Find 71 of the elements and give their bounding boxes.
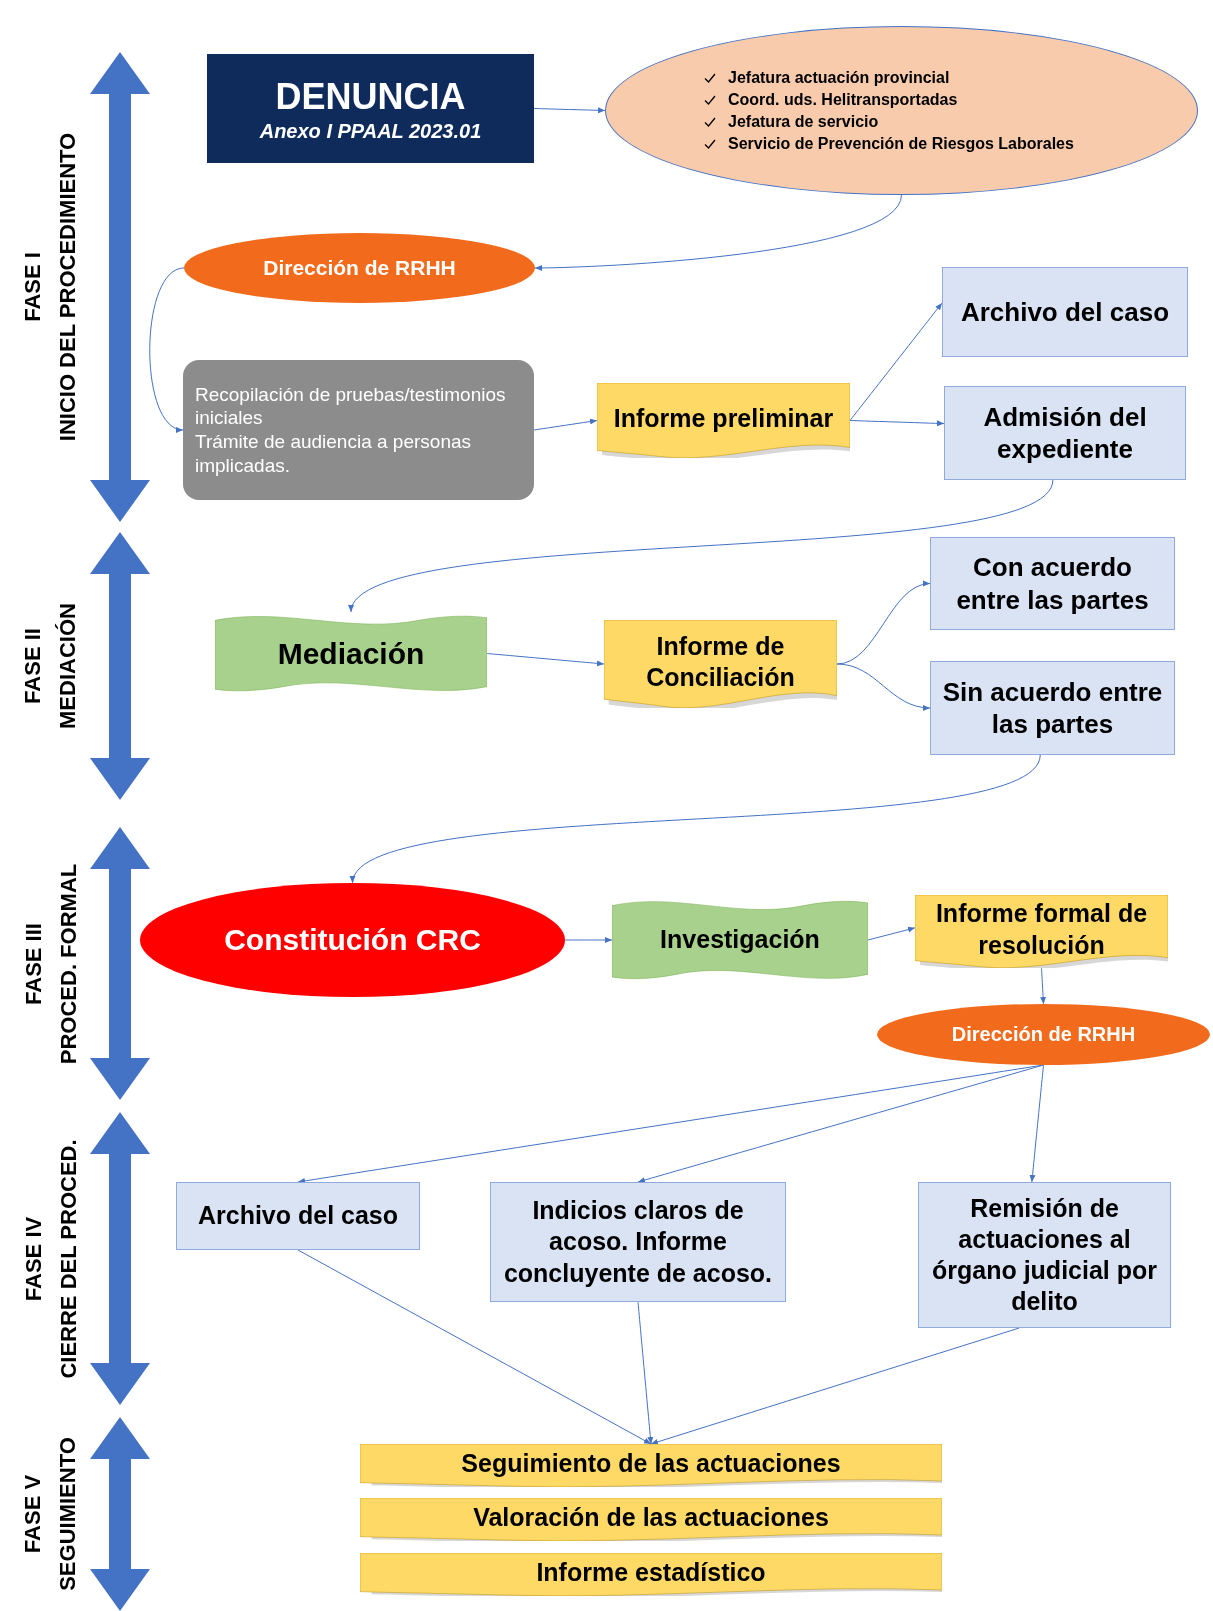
- node-text: Trámite de audiencia a personas implicadas.: [195, 430, 472, 478]
- node-text: Investigación: [660, 924, 820, 956]
- document-band: [360, 1444, 942, 1487]
- arrow: [849, 420, 945, 427]
- node-text: DENUNCIA: [275, 74, 466, 119]
- node-text: Valoración de las actuaciones: [473, 1501, 829, 1533]
- node-text: Remisión de actuaciones al órgano judicial por delito: [931, 1192, 1158, 1318]
- arrow: [1029, 1064, 1044, 1183]
- phase-label: CIERRE DEL PROCED.: [57, 1138, 79, 1379]
- arrow: [637, 1301, 654, 1445]
- node-text: Con acuerdo entre las partes: [955, 551, 1150, 616]
- arrow: [849, 302, 943, 421]
- arrow: [836, 663, 931, 711]
- node-text: Informe formal de resolución: [934, 898, 1149, 961]
- process-box: [944, 386, 1186, 480]
- node-text: Archivo del caso: [960, 295, 1170, 329]
- arrow: [350, 479, 1054, 613]
- arrow: [352, 754, 1041, 884]
- arrow: [1040, 967, 1047, 1005]
- title-box: [207, 54, 534, 163]
- arrow: [297, 1249, 652, 1445]
- phase-label: FASE I: [22, 252, 44, 322]
- process-box: [942, 267, 1188, 357]
- process-box: [183, 360, 534, 500]
- list-item: Jefatura de servicio: [728, 111, 879, 132]
- phase-label: SEGUIMIENTO: [57, 1437, 79, 1591]
- arrow: [149, 267, 185, 431]
- node-text: Constitución CRC: [224, 922, 481, 959]
- arrow: [486, 653, 605, 667]
- document-shape: [915, 895, 1168, 968]
- document-shape: [597, 383, 850, 458]
- node-text: Informe estadístico: [536, 1556, 766, 1588]
- arrow: [533, 418, 598, 431]
- node-text: Dirección de RRHH: [263, 254, 456, 281]
- list-item: Servicio de Prevención de Riesgos Laborales: [728, 133, 1074, 154]
- phase-label: INICIO DEL PROCEDIMIENTO: [57, 132, 79, 442]
- document-band: [360, 1553, 942, 1596]
- list-item: Jefatura actuación provincial: [728, 67, 950, 88]
- subtitle: Anexo I PPAAL 2023.01: [259, 118, 482, 144]
- arrow: [564, 937, 613, 943]
- node-text: Informe de Conciliación: [645, 630, 796, 693]
- node-text: Mediación: [277, 635, 425, 672]
- phase-label: FASE IV: [22, 1216, 44, 1301]
- arrow: [534, 194, 902, 271]
- node-text: Sin acuerdo entre las partes: [941, 675, 1164, 741]
- phase-label: PROCED. FORMAL: [57, 863, 79, 1064]
- arrow: [867, 926, 916, 941]
- arrow: [637, 1064, 1044, 1183]
- process-box: [930, 661, 1175, 755]
- process-box: [490, 1182, 786, 1302]
- document-band: [360, 1498, 942, 1541]
- node-text: Admisión del expediente: [982, 400, 1148, 466]
- arrow: [836, 581, 931, 665]
- node-text: Archivo del caso: [197, 1200, 399, 1232]
- list-item: Coord. uds. Helitransportadas: [728, 89, 958, 110]
- process-box: [930, 537, 1175, 630]
- node-text: Dirección de RRHH: [951, 1022, 1136, 1047]
- arrow: [533, 107, 606, 114]
- document-shape: [604, 620, 837, 708]
- arrow: [650, 1327, 1020, 1445]
- node-text: Indicios claros de acoso. Informe concluyente de acoso.: [502, 1195, 774, 1289]
- phase-label: FASE III: [22, 922, 44, 1005]
- node-text: Recopilación de pruebas/testimonios iniciales: [195, 382, 507, 430]
- phase-label: FASE V: [22, 1474, 44, 1554]
- node-text: Seguimiento de las actuaciones: [461, 1447, 841, 1479]
- node-text: Informe preliminar: [613, 402, 834, 434]
- phase-label: FASE II: [22, 628, 44, 704]
- process-box: [176, 1182, 420, 1250]
- phase-label: MEDIACIÓN: [57, 603, 79, 729]
- banner-shape: [215, 612, 487, 695]
- process-box: [918, 1182, 1171, 1328]
